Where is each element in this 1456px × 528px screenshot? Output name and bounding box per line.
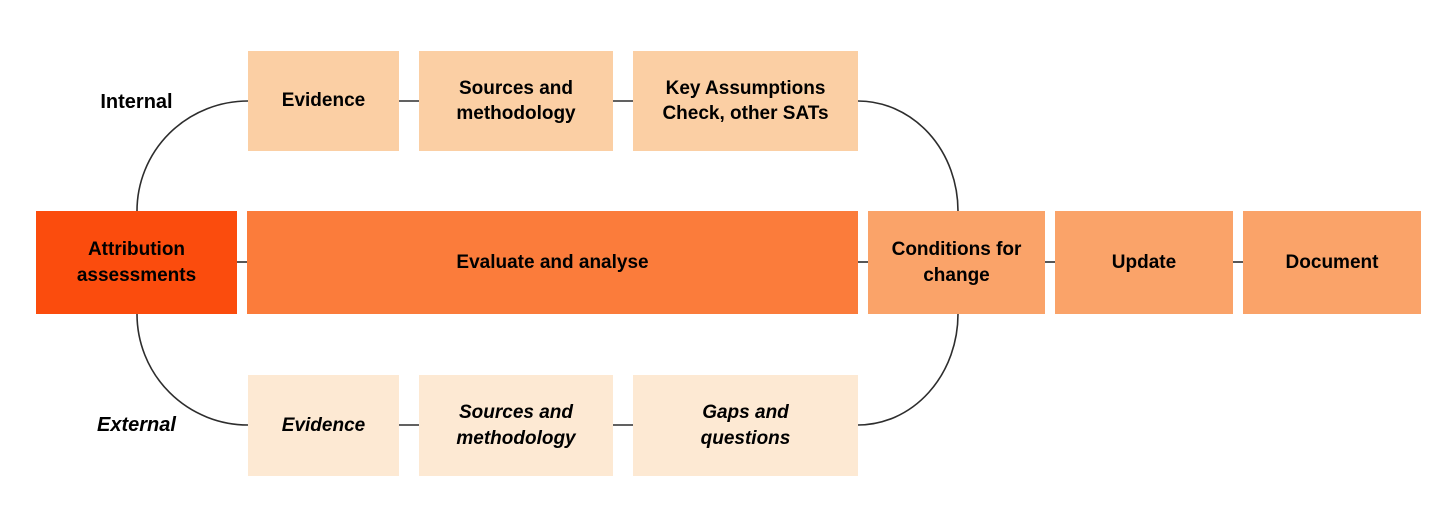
row-label-internal: Internal: [100, 91, 173, 113]
arc-internal-right: [857, 100, 959, 212]
arc-internal-left: [136, 100, 249, 212]
node-evaluate-and-analyse: Evaluate and analyse: [247, 211, 858, 314]
node-document: Document: [1243, 211, 1421, 314]
node-internal-key-assumptions-check: Key Assumptions Check, other SATs: [633, 51, 858, 151]
arc-external-right: [857, 313, 959, 426]
node-external-sources-and-methodology: Sources and methodology: [419, 375, 613, 476]
node-conditions-for-change: Conditions for change: [868, 211, 1045, 314]
node-internal-evidence: Evidence: [248, 51, 399, 151]
connector-group: [136, 100, 1243, 426]
arc-external-left: [136, 313, 249, 426]
row-label-external: External: [97, 414, 176, 436]
node-update: Update: [1055, 211, 1233, 314]
node-external-evidence: Evidence: [248, 375, 399, 476]
node-internal-sources-and-methodology: Sources and methodology: [419, 51, 613, 151]
node-external-gaps-and-questions: Gaps and questions: [633, 375, 858, 476]
node-attribution-assessments: Attribution assessments: [36, 211, 237, 314]
